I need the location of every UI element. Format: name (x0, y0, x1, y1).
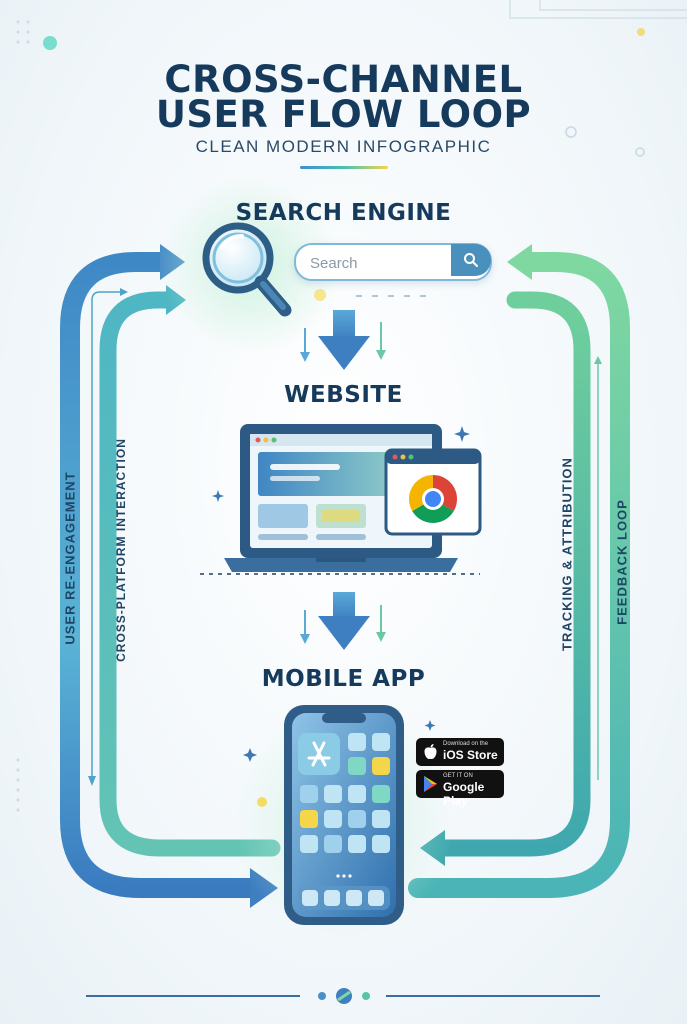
ios-store-badge[interactable]: Download on the iOS Store (416, 738, 504, 766)
thin-loop-arrows (88, 288, 602, 786)
outer-right-arrowhead-top (507, 244, 532, 280)
apple-icon (424, 744, 437, 760)
inner-right-loop-arrow (431, 291, 591, 857)
bottom-divider (86, 988, 600, 1004)
ios-badge-caption: Download on the (443, 741, 489, 747)
outer-left-loop-arrow (60, 252, 265, 898)
label-cross-platform-interaction: CROSS-PLATFORM INTERACTION (114, 438, 128, 662)
label-user-re-engagement: USER RE-ENGAGEMENT (62, 471, 78, 645)
search-input[interactable] (308, 251, 442, 275)
play-store-icon (424, 776, 437, 792)
browser-logo-icon (408, 475, 458, 524)
search-bar (294, 243, 492, 281)
decor-ring (565, 126, 577, 138)
phone-sparkle (257, 797, 267, 807)
search-dashes (356, 295, 426, 297)
play-badge-label: Google Play (443, 780, 485, 808)
label-feedback-loop: FEEDBACK LOOP (614, 499, 630, 625)
mobile-app-title: MOBILE APP (261, 666, 426, 692)
down-arrow-website-to-mobile (300, 592, 386, 650)
decor-ring (635, 147, 645, 157)
title-line-2: USER FLOW LOOP (155, 93, 532, 136)
inner-left-loop-arrow (99, 291, 281, 857)
search-engine-title: SEARCH ENGINE (235, 200, 452, 226)
subtitle: CLEAN MODERN INFOGRAPHIC (195, 137, 492, 156)
app-grid (298, 733, 390, 853)
outer-right-loop-arrow (408, 252, 630, 898)
title-underline (300, 166, 388, 169)
search-icon (464, 253, 478, 267)
decor-glow-dot (43, 36, 57, 50)
ios-badge-label: iOS Store (443, 748, 498, 762)
decor-yellow-dot (637, 28, 645, 36)
play-badge-caption: GET IT ON (443, 773, 473, 779)
down-arrow-search-to-website (300, 310, 386, 370)
search-button[interactable] (451, 244, 491, 276)
app-store-icon (307, 741, 331, 767)
decor-dots-left (16, 20, 30, 812)
website-title: WEBSITE (284, 382, 403, 408)
google-play-badge[interactable]: GET IT ON Google Play (416, 770, 504, 808)
sparkle-icons (212, 426, 470, 762)
decor-circuit-lines (509, 0, 687, 19)
magnifier-icon (202, 222, 292, 317)
title-line-1: CROSS-CHANNEL (164, 58, 523, 101)
search-sparkle (314, 289, 326, 301)
label-tracking-attribution: TRACKING & ATTRIBUTION (559, 457, 575, 651)
